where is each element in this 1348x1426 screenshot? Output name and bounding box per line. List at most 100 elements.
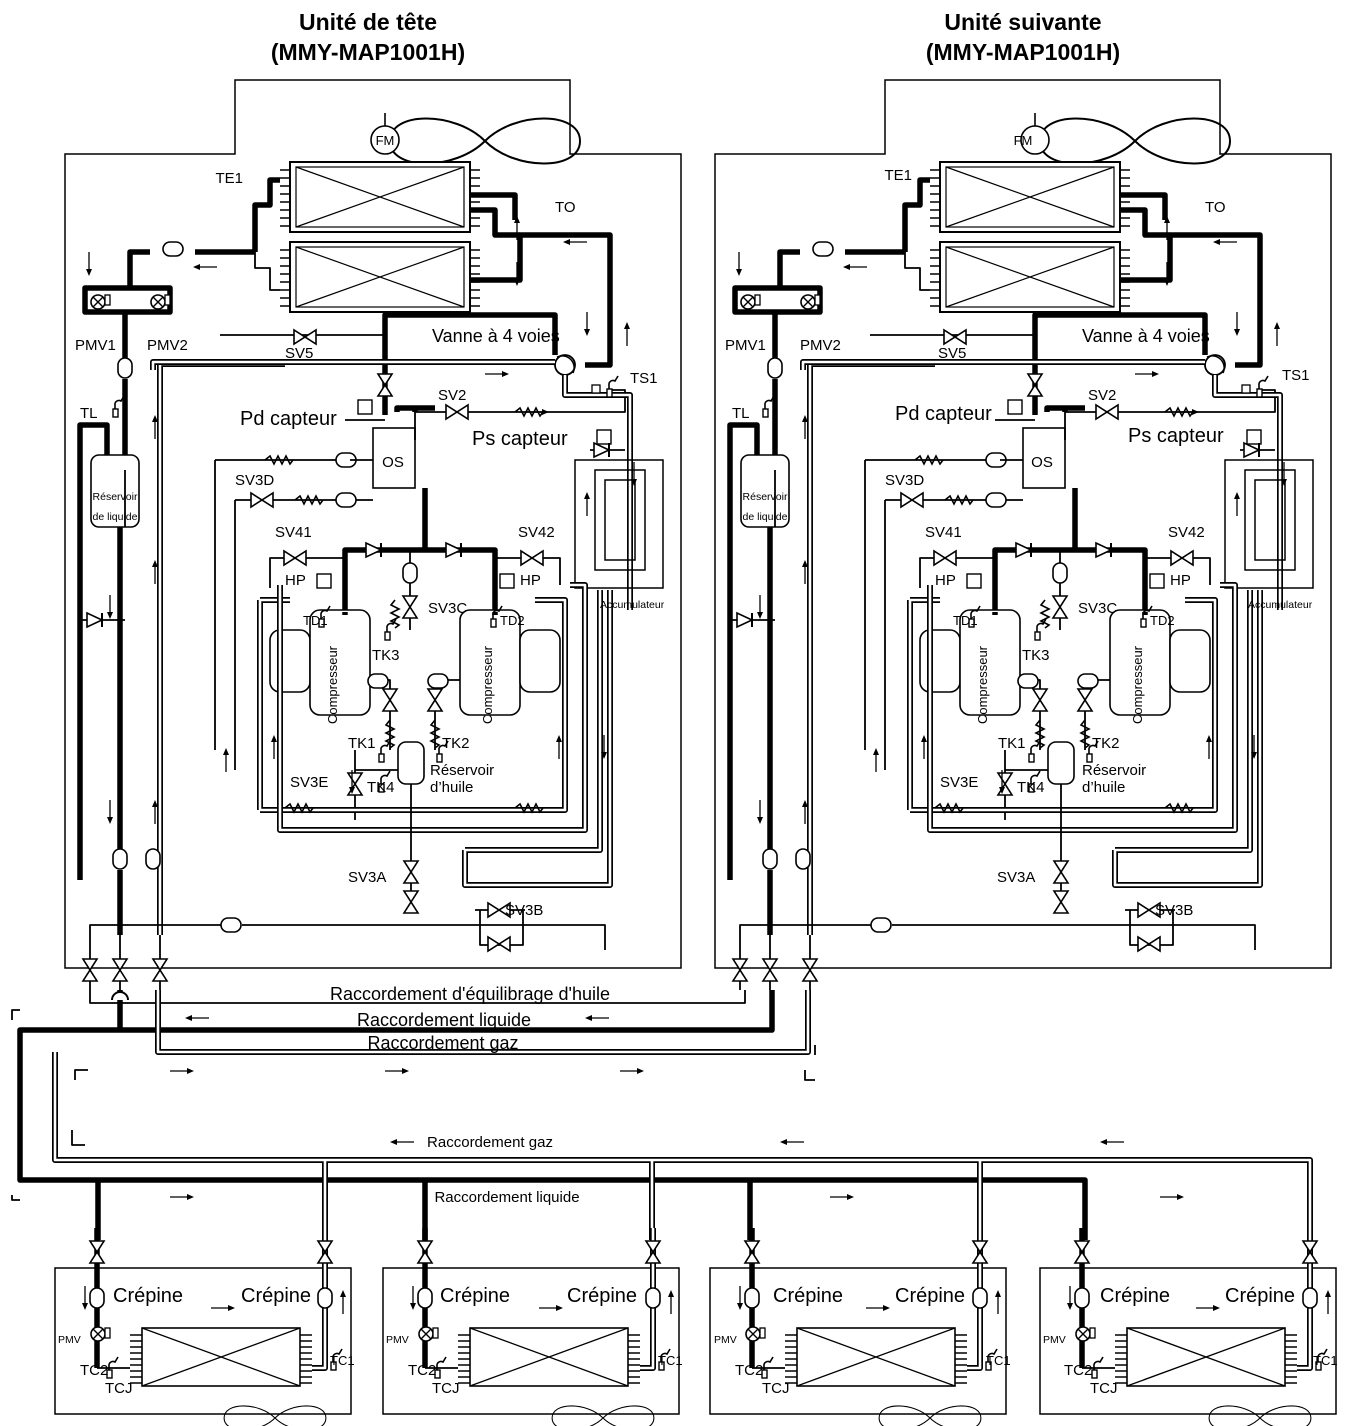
sv3c-label: SV3C: [1078, 600, 1117, 617]
td1-label: TD1: [303, 613, 328, 628]
tc1-label: TC1: [986, 1353, 1011, 1368]
liquid-connection-label: Raccordement liquide: [357, 1010, 531, 1030]
fan-motor-label: FM: [376, 133, 395, 148]
tk4-label: TK4: [1017, 779, 1045, 796]
hp-label-1: HP: [285, 572, 306, 589]
tc2-label: TC2: [735, 1362, 763, 1379]
liquid-tank-label-2: de liquide: [743, 511, 788, 523]
oil-tank-label-2: d’huile: [1082, 779, 1125, 796]
sv2-label: SV2: [1088, 387, 1116, 404]
te1-label: TE1: [884, 167, 912, 184]
interconnect-piping: [11, 990, 1313, 1240]
pmv1-label: PMV1: [725, 337, 766, 354]
sv3d-label: SV3D: [885, 472, 924, 489]
oil-tank-label-1: Réservoir: [430, 762, 494, 779]
pmv2-label: PMV2: [147, 337, 188, 354]
tcj-label: TCJ: [762, 1380, 790, 1397]
hp-label-1: HP: [935, 572, 956, 589]
hp-label-2: HP: [1170, 572, 1191, 589]
os-label: OS: [382, 454, 404, 471]
tc1-label: TC1: [330, 1353, 355, 1368]
labels-connections: Raccordement d'équilibrage d'huile Racco…: [330, 984, 610, 1206]
sv3a-label: SV3A: [997, 869, 1035, 886]
sv3a-label: SV3A: [348, 869, 386, 886]
outdoor-unit-head: [65, 80, 681, 990]
te1-label: TE1: [215, 170, 243, 187]
td2-label: TD2: [1150, 613, 1175, 628]
tcj-label: TCJ: [1090, 1380, 1118, 1397]
tk1-label: TK1: [998, 735, 1026, 752]
strainer-left-label: Crépine: [773, 1285, 843, 1307]
td1-label: TD1: [953, 613, 978, 628]
sv3b-label: SV3B: [1155, 902, 1193, 919]
strainer-right-label: Crépine: [567, 1285, 637, 1307]
pmv-label: PMV: [386, 1334, 409, 1346]
indoor-unit-2: [383, 1228, 679, 1426]
pd-label: Pd capteur: [895, 403, 992, 425]
sv3d-label: SV3D: [235, 472, 274, 489]
os-label: OS: [1031, 454, 1053, 471]
liquid-tank-label-1: Réservoir: [743, 491, 788, 503]
compressor-label-2: Compresseur: [480, 645, 495, 724]
sv3c-label: SV3C: [428, 600, 467, 617]
sv42-label: SV42: [1168, 524, 1205, 541]
tcj-label: TCJ: [105, 1380, 133, 1397]
pmv-label: PMV: [58, 1334, 81, 1346]
accumulator-label: Accumulateur: [600, 599, 665, 611]
sv41-label: SV41: [275, 524, 312, 541]
tc1-label: TC1: [1313, 1353, 1338, 1368]
compressor-label-1: Compresseur: [325, 645, 340, 724]
four-way-label: Vanne à 4 voies: [1082, 326, 1210, 346]
sv2-label: SV2: [438, 387, 466, 404]
hp-label-2: HP: [520, 572, 541, 589]
unit-model: (MMY-MAP1001H): [926, 39, 1120, 65]
tk2-label: TK2: [442, 735, 470, 752]
labels-unit-follower: Unité suivante (MMY-MAP1001H) FM TE1 TO …: [725, 9, 1313, 919]
strainer-right-label: Crépine: [895, 1285, 965, 1307]
fan-motor-label: FM: [1014, 133, 1033, 148]
liquid-main-label: Raccordement liquide: [434, 1189, 579, 1206]
td2-label: TD2: [500, 613, 525, 628]
to-label: TO: [555, 199, 576, 216]
gas-connection-label: Raccordement gaz: [367, 1033, 518, 1053]
sv3e-label: SV3E: [940, 774, 978, 791]
sv5-label: SV5: [938, 345, 966, 362]
pd-label: Pd capteur: [240, 408, 337, 430]
strainer-right-label: Crépine: [241, 1285, 311, 1307]
tk2-label: TK2: [1092, 735, 1120, 752]
liquid-tank-label-2: de liquide: [93, 511, 138, 523]
pmv2-label: PMV2: [800, 337, 841, 354]
ps-label: Ps capteur: [472, 428, 568, 450]
tk3-label: TK3: [1022, 647, 1050, 664]
strainer-left-label: Crépine: [440, 1285, 510, 1307]
ts1-label: TS1: [630, 370, 658, 387]
labels-indoor-1: Crépine Crépine PMV TC2 TC1 TCJ: [58, 1285, 355, 1397]
indoor-unit-4: [1040, 1228, 1336, 1426]
labels-unit-head: Unité de tête (MMY-MAP1001H) FM TE1 TO P…: [75, 9, 665, 919]
indoor-unit-3: [710, 1228, 1006, 1426]
pmv-label: PMV: [714, 1334, 737, 1346]
labels-indoor-4: Crépine Crépine PMV TC2 TC1 TCJ: [1043, 1285, 1338, 1397]
tk1-label: TK1: [348, 735, 376, 752]
tk4-label: TK4: [367, 779, 395, 796]
sv3b-label: SV3B: [505, 902, 543, 919]
tl-label: TL: [80, 405, 98, 422]
pmv-label: PMV: [1043, 1334, 1066, 1346]
gas-main-label: Raccordement gaz: [427, 1134, 553, 1151]
tc2-label: TC2: [408, 1362, 436, 1379]
indoor-unit-1: [55, 1228, 351, 1426]
strainer-left-label: Crépine: [1100, 1285, 1170, 1307]
four-way-label: Vanne à 4 voies: [432, 326, 560, 346]
unit-model: (MMY-MAP1001H): [271, 39, 465, 65]
tc2-label: TC2: [80, 1362, 108, 1379]
labels-indoor-3: Crépine Crépine PMV TC2 TC1 TCJ: [714, 1285, 1011, 1397]
compressor-label-2: Compresseur: [1130, 645, 1145, 724]
accumulator-label: Accumulateur: [1248, 599, 1313, 611]
pmv1-label: PMV1: [75, 337, 116, 354]
strainer-right-label: Crépine: [1225, 1285, 1295, 1307]
sv41-label: SV41: [925, 524, 962, 541]
ps-label: Ps capteur: [1128, 425, 1224, 447]
unit-title: Unité suivante: [944, 9, 1101, 35]
sv5-label: SV5: [285, 345, 313, 362]
